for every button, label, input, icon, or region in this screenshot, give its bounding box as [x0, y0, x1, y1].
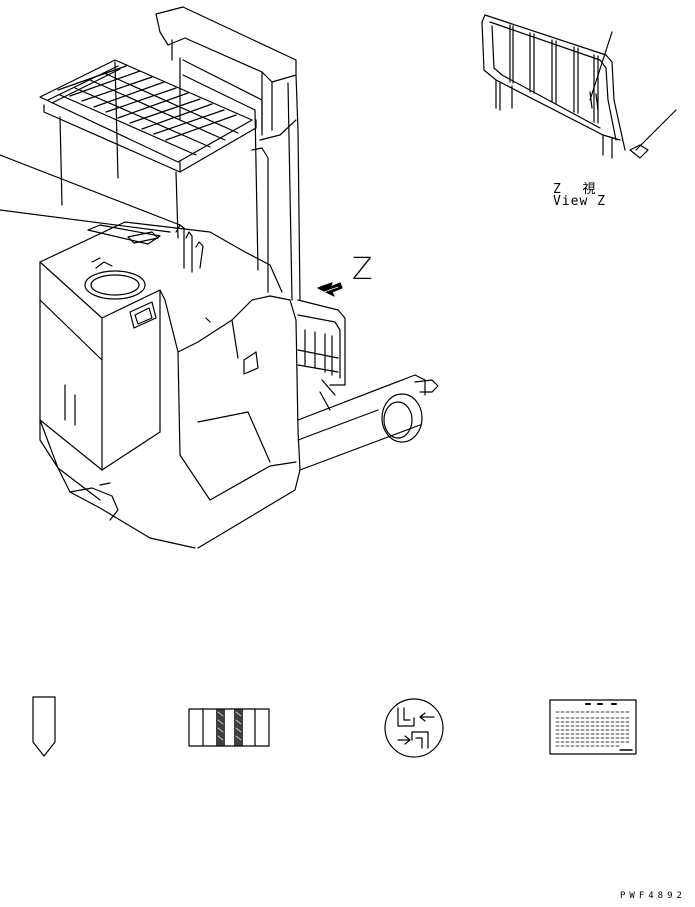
- pennant-decal: [32, 696, 56, 757]
- truck-body: [39, 221, 301, 549]
- leader-lines: [0, 154, 181, 233]
- overhead-guard: [39, 59, 269, 293]
- mast: [155, 6, 301, 301]
- fork-direction-round-decal: [384, 698, 444, 758]
- forklift-truck: [0, 6, 439, 549]
- control-levers: [175, 224, 204, 273]
- drawing-code: PWF4892: [620, 891, 686, 901]
- view-arrow: [317, 282, 343, 297]
- instruction-plate-decal: [549, 699, 637, 755]
- arrow-z-label: Z: [352, 252, 373, 287]
- striped-band-decal: [188, 708, 270, 747]
- view-z-rail-detail: [481, 14, 677, 159]
- view-z-subtitle: View Z: [553, 194, 606, 209]
- front-rail-and-legs: [297, 299, 439, 471]
- view-z-title: Z 視: [553, 182, 598, 197]
